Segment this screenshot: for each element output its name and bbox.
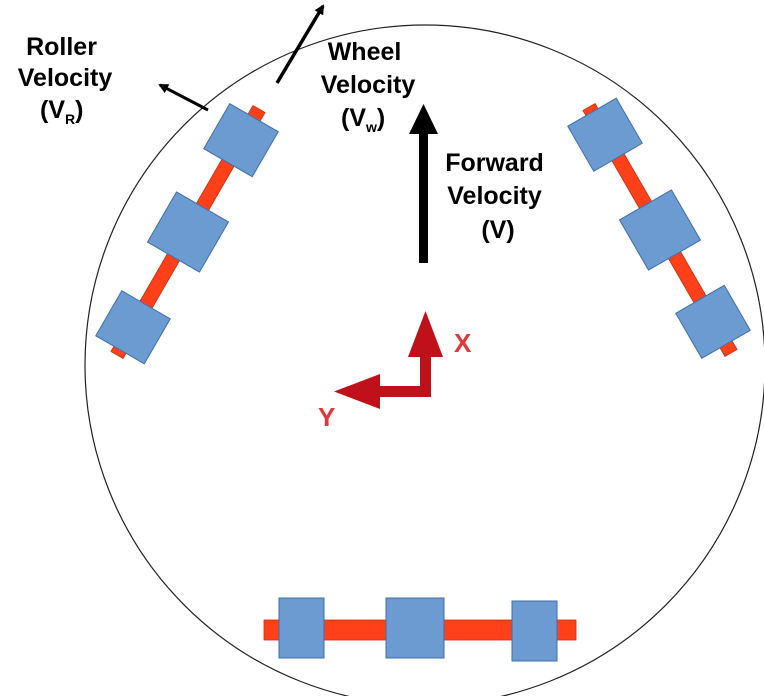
forward-velocity-line1: Forward	[445, 149, 544, 177]
roller-velocity-symbol-main: (V	[40, 96, 65, 124]
roller-velocity-symbol-close: )	[75, 96, 83, 124]
bottom-wheel-roller-2	[385, 597, 445, 659]
roller-velocity-symbol: (VR)	[40, 96, 83, 127]
robot-chassis-circle	[84, 24, 764, 696]
wheel-velocity-symbol-main: (V	[341, 104, 366, 132]
wheel-velocity-symbol: (Vw)	[341, 104, 385, 135]
wheel-velocity-arrow	[275, 4, 325, 84]
wheel-velocity-subscript: w	[365, 119, 377, 135]
axis-y-label: Y	[318, 402, 335, 432]
right-wheel-roller-3	[675, 284, 751, 359]
roller-velocity-line1: Roller	[26, 33, 97, 61]
wheel-velocity-label: Wheel Velocity	[321, 38, 416, 99]
bottom-wheel-roller-3	[511, 600, 558, 662]
left-wheel-roller-2	[146, 191, 230, 273]
left-wheel-roller-3	[203, 103, 279, 178]
bottom-wheel-roller-1	[278, 597, 325, 659]
forward-velocity-line2: Velocity	[447, 182, 542, 210]
frame-axis-x-arrow	[408, 311, 443, 397]
right-omni-wheel	[567, 97, 751, 359]
forward-velocity-line3: (V)	[481, 216, 514, 244]
right-wheel-roller-2	[618, 189, 702, 271]
forward-velocity-arrow	[409, 104, 438, 263]
roller-velocity-subscript: R	[65, 111, 75, 127]
frame-axis-y-arrow	[334, 374, 431, 409]
roller-velocity-line2: Velocity	[18, 64, 113, 92]
wheel-velocity-line1: Wheel	[328, 38, 402, 66]
roller-velocity-label: Roller Velocity	[18, 33, 113, 92]
bottom-omni-wheel	[263, 597, 577, 662]
wheel-velocity-symbol-close: )	[377, 104, 385, 132]
wheel-velocity-line2: Velocity	[321, 71, 416, 99]
forward-velocity-label: Forward Velocity (V)	[445, 149, 551, 244]
right-wheel-roller-1	[567, 97, 643, 172]
left-wheel-roller-1	[95, 290, 171, 365]
axis-x-label: X	[454, 328, 472, 358]
roller-velocity-arrow	[158, 83, 209, 112]
left-omni-wheel	[95, 103, 279, 365]
